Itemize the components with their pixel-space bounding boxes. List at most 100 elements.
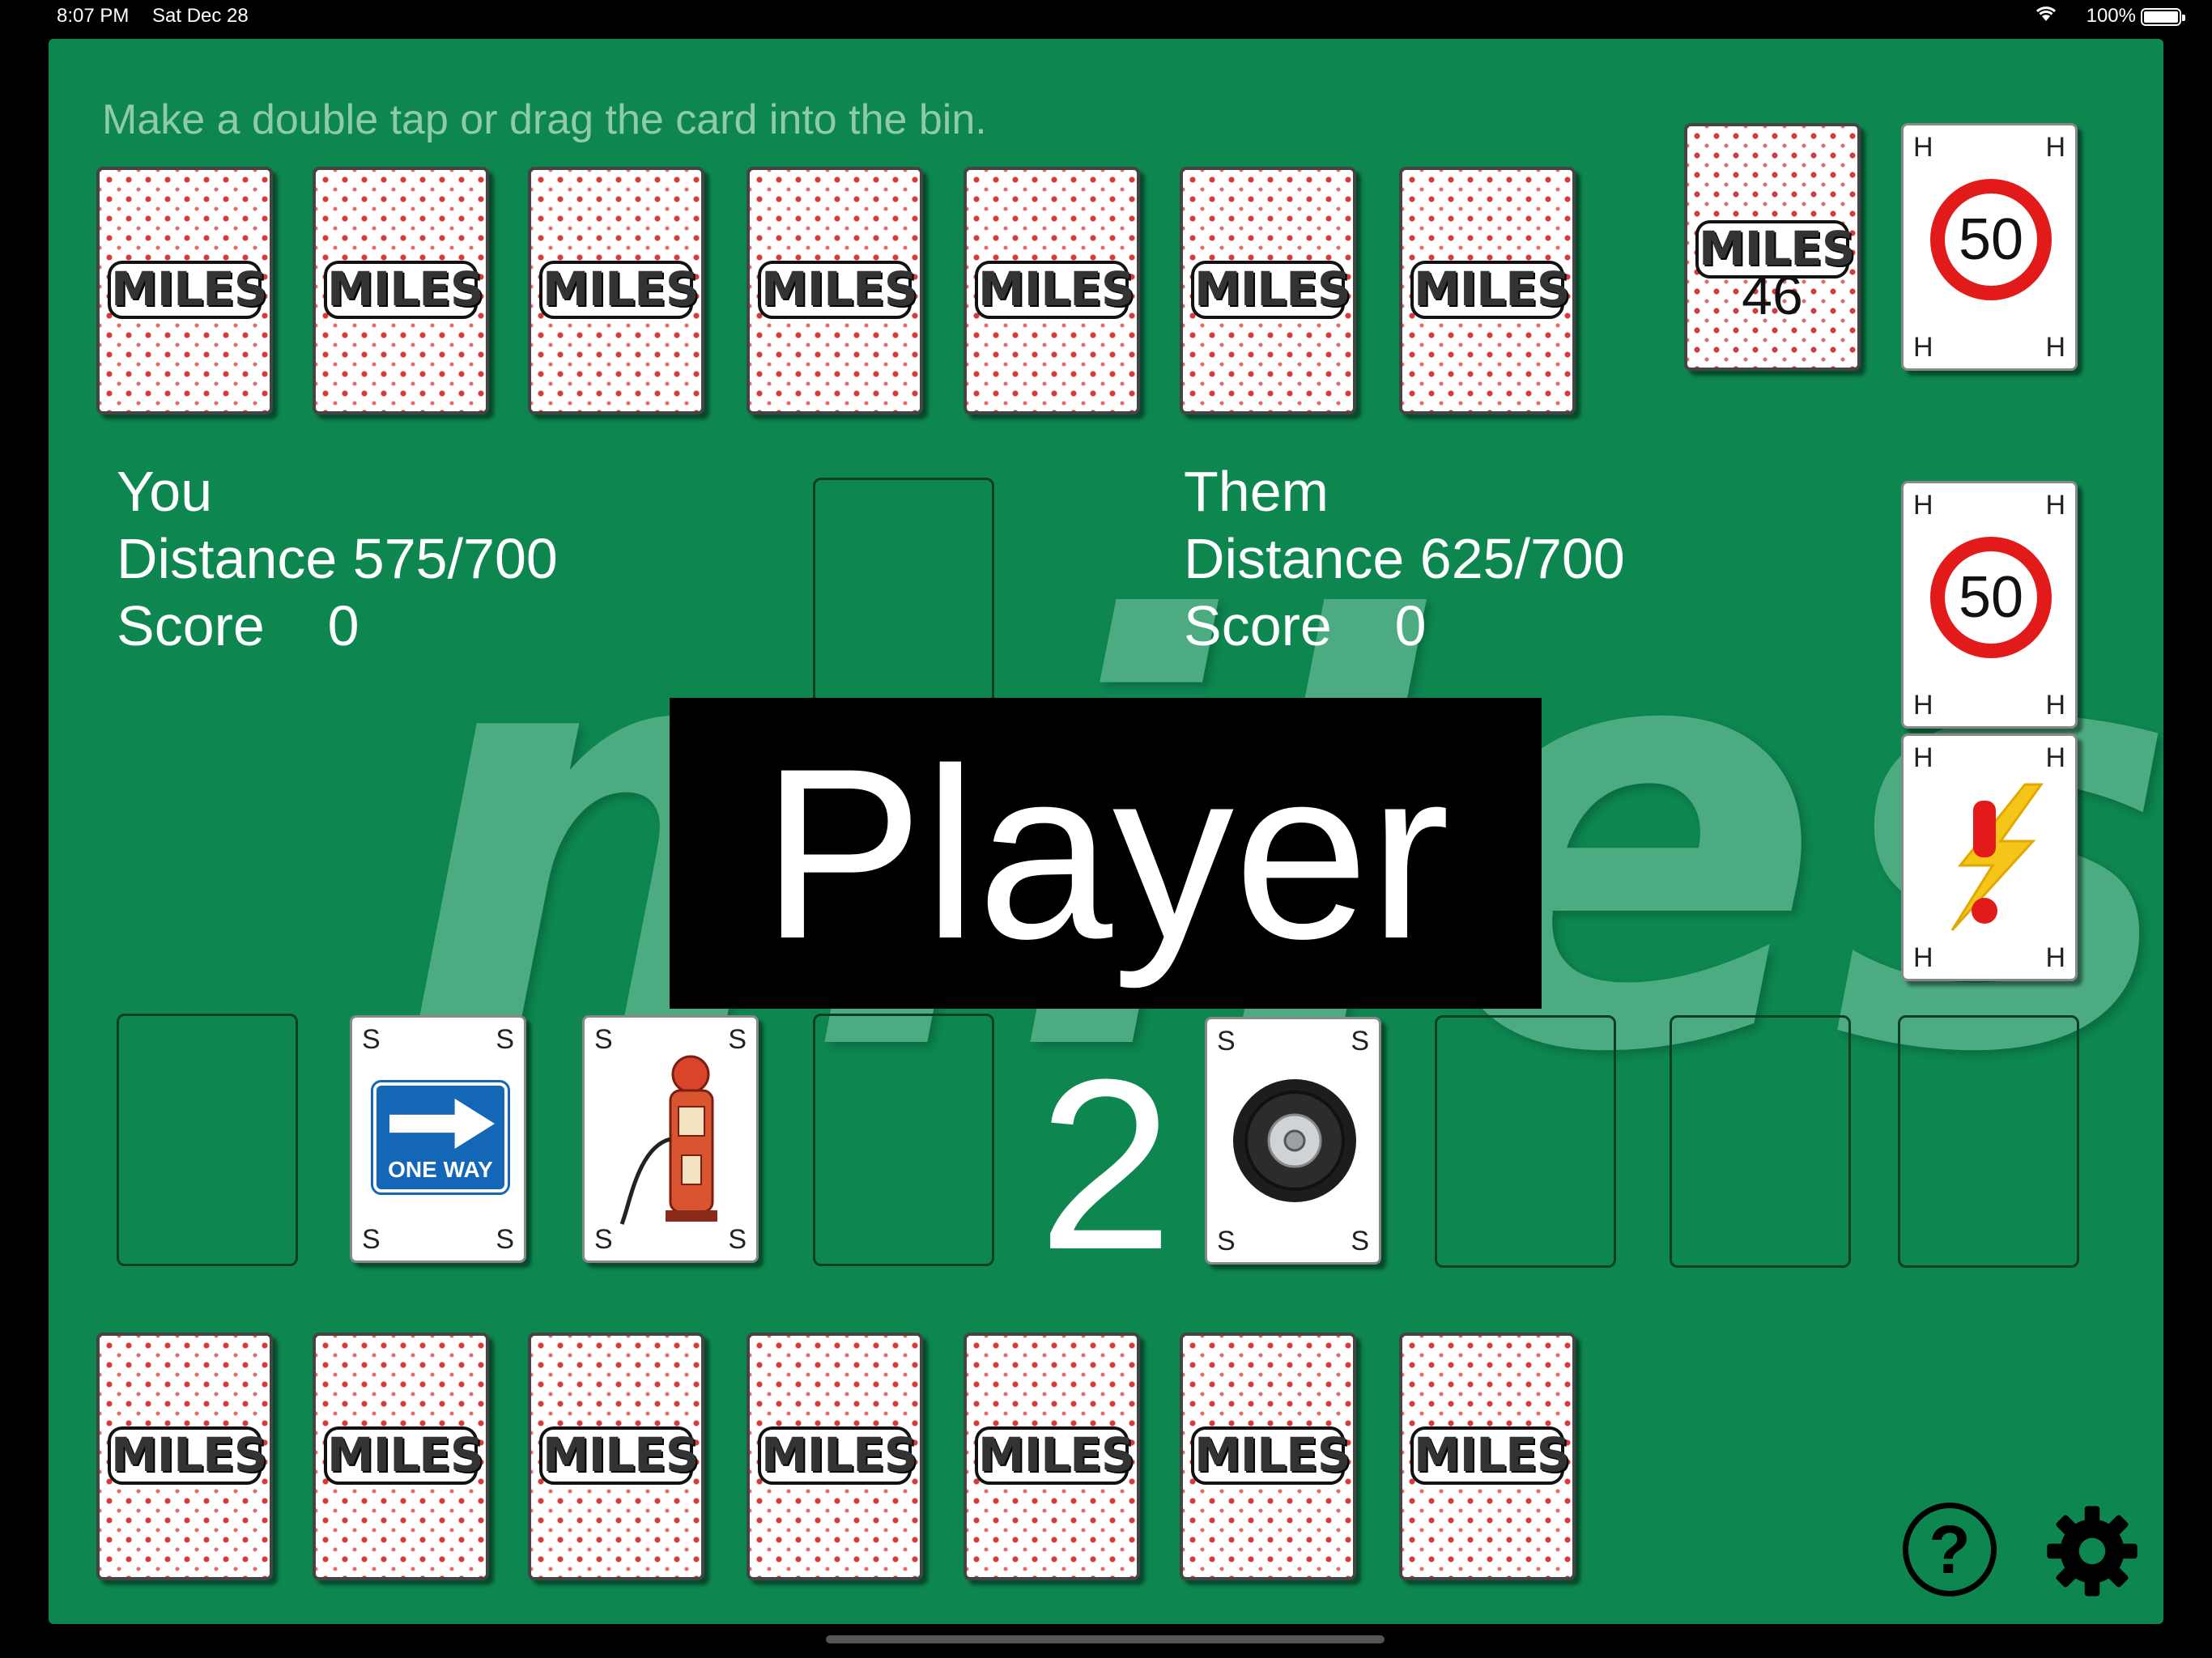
- player-hand-card[interactable]: MILES: [313, 1333, 489, 1580]
- card-corner: H: [1913, 742, 1933, 773]
- draw-deck[interactable]: MILES 46: [1684, 123, 1861, 371]
- status-bar: 8:07 PM Sat Dec 28 100%: [0, 0, 2212, 36]
- gas-pump-icon: [619, 1055, 717, 1225]
- miles-logo: MILES: [758, 261, 918, 319]
- card-corner: S: [1351, 1226, 1369, 1256]
- them-distance: Distance 625/700: [1184, 525, 1625, 593]
- status-date: Sat Dec 28: [152, 5, 249, 27]
- miles-logo: MILES: [1410, 1426, 1571, 1485]
- card-corner: S: [496, 1224, 514, 1255]
- speed-limit-sign: 50: [1930, 537, 2052, 658]
- safety-slot: [1670, 1015, 1851, 1268]
- miles-logo: MILES: [324, 261, 484, 319]
- card-corner: S: [728, 1024, 747, 1055]
- card-corner: H: [1913, 332, 1933, 363]
- safety-slot: [1898, 1015, 2079, 1268]
- score-label: Score: [117, 594, 265, 657]
- score-label: Score: [1184, 594, 1332, 657]
- player-hand-card[interactable]: MILES: [963, 1333, 1140, 1580]
- lightning-hazard-icon: [1950, 783, 2044, 932]
- fuel-tank-safety-card: S S S S: [582, 1015, 759, 1263]
- card-corner: S: [362, 1224, 381, 1255]
- you-distance: Distance 575/700: [117, 525, 558, 593]
- player-hand-card[interactable]: MILES: [1180, 1333, 1356, 1580]
- battery-icon: [2141, 8, 2185, 26]
- safety-slot: [1435, 1015, 1616, 1268]
- miles-logo: MILES: [1191, 261, 1351, 319]
- player-hand-card[interactable]: MILES: [96, 1333, 273, 1580]
- instruction-hint: Make a double tap or drag the card into …: [102, 96, 987, 143]
- card-corner: H: [2045, 490, 2065, 521]
- discard-pile-speed-limit-card[interactable]: H H 50 H H: [1901, 123, 2078, 371]
- card-corner: H: [1913, 132, 1933, 163]
- arrow-right-icon: [389, 1099, 495, 1149]
- distance-label: Distance: [117, 527, 338, 590]
- opponent-hand-card: MILES: [963, 167, 1140, 414]
- turn-banner: Player 2: [670, 698, 1542, 1300]
- you-name: You: [117, 460, 213, 523]
- score-value: 0: [1394, 594, 1427, 657]
- you-stats: You Distance 575/700 Score 0: [117, 458, 558, 660]
- miles-logo: MILES: [108, 261, 268, 319]
- miles-logo: MILES: [1410, 261, 1571, 319]
- miles-logo: MILES: [975, 261, 1135, 319]
- tire-icon: [1233, 1079, 1356, 1202]
- safety-slot: [813, 1014, 994, 1266]
- card-corner: H: [2045, 132, 2065, 163]
- safety-slot: [117, 1014, 298, 1266]
- question-circle-icon[interactable]: ?: [1903, 1503, 1997, 1596]
- speed-limit-sign: 50: [1930, 179, 2052, 300]
- card-corner: H: [1913, 690, 1933, 721]
- player-hand-card[interactable]: MILES: [747, 1333, 923, 1580]
- miles-logo: MILES: [758, 1426, 918, 1485]
- opponent-hand-card: MILES: [528, 167, 704, 414]
- opponent-speed-limit-card: H H 50 H H: [1901, 481, 2078, 729]
- card-corner: H: [2045, 332, 2065, 363]
- card-corner: S: [1217, 1226, 1236, 1256]
- one-way-label: ONE WAY: [388, 1157, 493, 1182]
- one-way-safety-card: S S ONE WAY S S: [350, 1015, 526, 1263]
- card-corner: H: [1913, 490, 1933, 521]
- card-corner: S: [1217, 1026, 1236, 1056]
- opponent-hand-card: MILES: [747, 167, 923, 414]
- game-board: miles Make a double tap or drag the card…: [49, 39, 2163, 1624]
- deck-count: 46: [1742, 265, 1803, 326]
- card-corner: H: [2045, 742, 2065, 773]
- battery-percent: 100%: [2086, 5, 2136, 27]
- card-corner: S: [496, 1024, 514, 1055]
- card-corner: H: [2045, 942, 2065, 973]
- opponent-hand-card: MILES: [1399, 167, 1576, 414]
- them-name: Them: [1184, 460, 1329, 523]
- card-corner: H: [1913, 942, 1933, 973]
- miles-logo: MILES: [539, 261, 700, 319]
- miles-logo: MILES: [1695, 220, 1856, 278]
- miles-logo: MILES: [108, 1426, 268, 1485]
- opponent-hand-card: MILES: [313, 167, 489, 414]
- miles-logo: MILES: [539, 1426, 700, 1485]
- opponent-hand-card: MILES: [96, 167, 273, 414]
- gear-icon[interactable]: [2045, 1504, 2139, 1598]
- them-score: Score 0: [1184, 593, 1625, 660]
- wifi-icon: [2034, 3, 2058, 28]
- card-corner: S: [362, 1024, 381, 1055]
- home-indicator[interactable]: [826, 1635, 1385, 1643]
- card-corner: S: [1351, 1026, 1369, 1056]
- distance-value: 575/700: [352, 527, 558, 590]
- one-way-sign-icon: ONE WAY: [371, 1080, 510, 1195]
- score-value: 0: [327, 594, 359, 657]
- player-hand-card[interactable]: MILES: [528, 1333, 704, 1580]
- you-score: Score 0: [117, 593, 558, 660]
- battle-pile-slot[interactable]: [813, 478, 994, 730]
- miles-logo: MILES: [324, 1426, 484, 1485]
- card-corner: S: [594, 1224, 613, 1255]
- spare-tire-safety-card: S S S S: [1205, 1017, 1381, 1265]
- card-corner: H: [2045, 690, 2065, 721]
- them-stats: Them Distance 625/700 Score 0: [1184, 458, 1625, 660]
- card-corner: S: [728, 1224, 747, 1255]
- distance-label: Distance: [1184, 527, 1405, 590]
- player-hand-card[interactable]: MILES: [1399, 1333, 1576, 1580]
- status-time: 8:07 PM: [57, 5, 130, 27]
- distance-value: 625/700: [1419, 527, 1625, 590]
- miles-logo: MILES: [1191, 1426, 1351, 1485]
